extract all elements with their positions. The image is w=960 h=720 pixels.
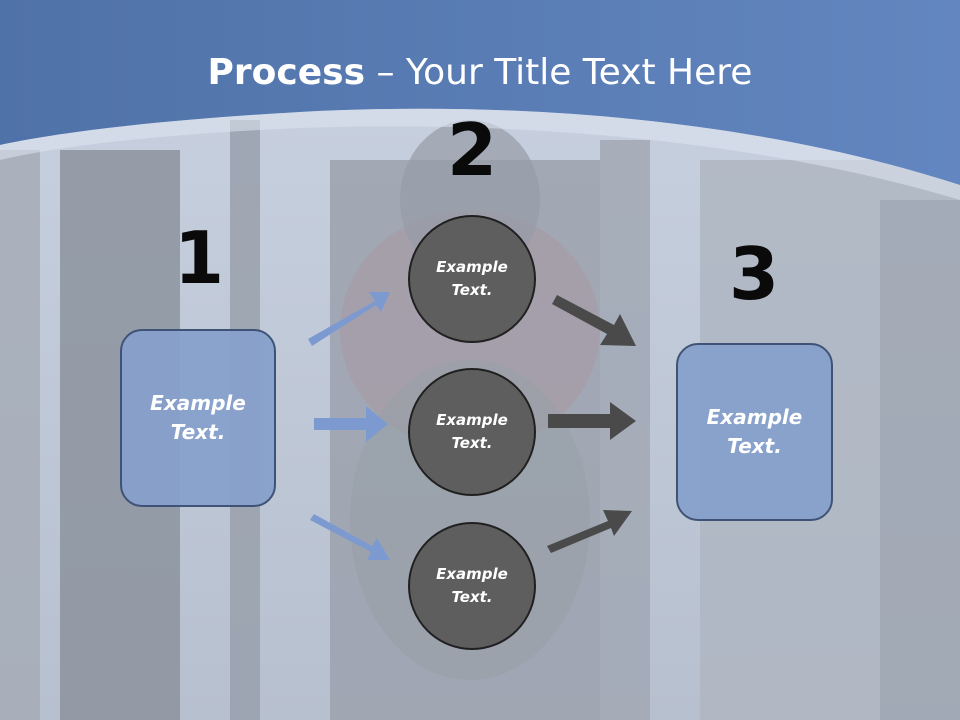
arrow-up-right-gray <box>547 510 632 553</box>
step-2-circle-middle-label: Example Text. <box>436 411 508 452</box>
step-2-circle-bottom-label: Example Text. <box>436 565 508 606</box>
step-3-box: Example Text. <box>676 343 833 521</box>
title-bold: Process <box>207 52 366 93</box>
arrow-right-gray <box>548 402 636 440</box>
step-2-circle-bottom: Example Text. <box>408 522 536 650</box>
arrow-down-right-gray <box>552 295 636 346</box>
arrow-down-right-blue <box>310 514 390 560</box>
step-1-label: Example Text. <box>150 391 246 444</box>
step-3-label: Example Text. <box>706 405 803 458</box>
arrow-up-right-blue <box>308 292 390 346</box>
step-number-3: 3 <box>728 232 780 316</box>
arrow-right-blue <box>314 406 388 442</box>
slide-title: Process – Your Title Text Here <box>0 52 960 93</box>
step-1-box: Example Text. <box>120 329 276 507</box>
step-2-circle-top: Example Text. <box>408 215 536 343</box>
step-number-2: 2 <box>446 108 498 192</box>
step-number-1: 1 <box>173 216 225 300</box>
step-2-circle-middle: Example Text. <box>408 368 536 496</box>
step-2-circle-top-label: Example Text. <box>436 258 508 299</box>
title-rest: – Your Title Text Here <box>365 52 753 93</box>
